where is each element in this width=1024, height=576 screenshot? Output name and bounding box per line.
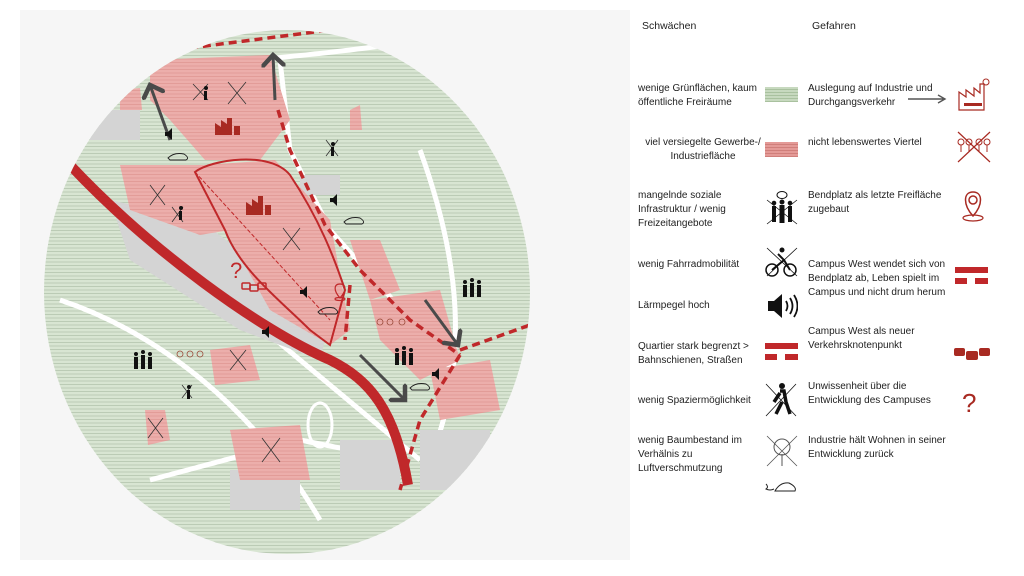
threats-title: Gefahren [812,20,856,32]
site-analysis-map: ? [44,30,530,554]
arrow-right-icon [908,94,947,104]
dashed-barrier [189,30,331,50]
railway-barrier [66,161,413,486]
arrow-icon [150,85,172,141]
car-exhaust-icon [765,482,796,492]
question-mark-icon: ? [230,258,242,283]
factory-icon [215,118,271,215]
location-pin-icon [334,283,346,302]
threat-label-5: Unwissenheit über die Entwicklung des Ca… [808,381,931,406]
weakness-label-0: wenige Grünflächen, kaum öffentliche Fre… [638,83,757,108]
speaker-icon [165,128,439,380]
location-pin-icon [962,191,984,222]
weakness-label-7: wenig Baumbestand im Verhälnis zu Luftve… [638,435,742,474]
trees-bench-icon [176,318,406,358]
crossed-pedestrian-icon [765,383,797,417]
weakness-label-6: wenig Spaziermöglichkeit [638,395,751,406]
factory-icon [958,78,990,111]
threat-label-4: Campus West als neuer Verkehrsknotenpunk… [808,326,915,351]
threat-label-3: Campus West wendet sich von Bendplatz ab… [808,259,946,298]
traffic-jam-icon [241,282,267,292]
weakness-label-5: Quartier stark begrenzt > Bahnschienen, … [638,341,749,366]
weaknesses-title: Schwächen [642,20,697,32]
crossed-bicycle-icon [765,247,798,277]
crossed-tree-icon [766,435,798,467]
crossed-people-icon [766,191,798,225]
threat-label-0: Auslegung auf Industrie und Durchgangsve… [808,83,933,108]
weakness-label-1: viel versiegelte Gewerbe-/ Industriefläc… [645,137,761,162]
red-dashed-barrier [765,343,798,360]
green-hatch-swatch [765,87,798,102]
speaker-icon [768,294,798,318]
threat-label-6: Industrie hält Wohnen in seiner Entwickl… [808,435,946,460]
weakness-label-4: Lärmpegel hoch [638,300,710,311]
threat-label-1: nicht lebenswertes Viertel [808,137,922,148]
red-hatch-swatch [765,142,798,157]
people-icon [134,86,481,399]
threat-label-2: Bendplatz als letzte Freifläche zugebaut [808,190,942,215]
traffic-jam-icon [954,348,990,360]
weakness-label-2: mangelnde soziale Infrastruktur / wenig … [638,190,726,229]
map-circle: ? [44,30,530,554]
car-exhaust-icon [167,153,431,391]
question-mark-icon: ? [962,388,977,418]
crossed-trees-bench-icon [957,131,991,163]
weakness-label-3: wenig Fahrradmobilität [638,259,740,270]
red-dashed-barrier [955,267,988,284]
